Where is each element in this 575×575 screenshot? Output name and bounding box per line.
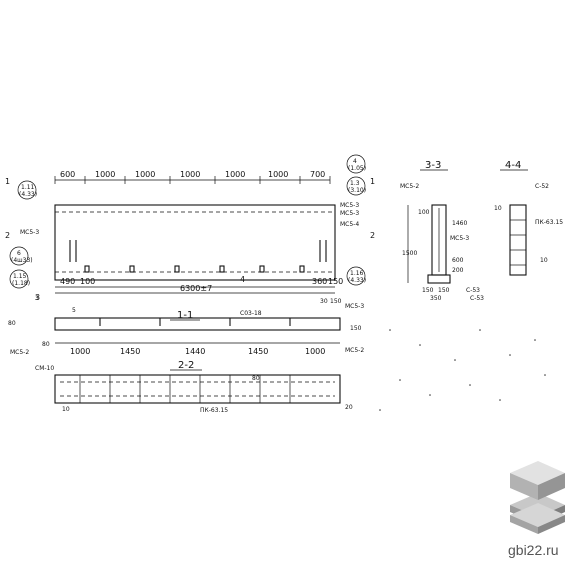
svg-text:1.15: 1.15 [13, 273, 27, 280]
section-3-3-title: 3-3 [425, 160, 441, 171]
section-1-1-dim-2: 1450 [120, 347, 140, 356]
watermark-text: gbi22.ru [508, 542, 559, 558]
svg-text:1.16: 1.16 [350, 270, 364, 277]
section-3-3-600: 600 [452, 257, 464, 264]
dim-segment-1: 600 [60, 170, 75, 179]
svg-text:(1.05): (1.05) [348, 165, 366, 172]
scan-noise [379, 329, 546, 411]
cut-mark-2-left: 2 [5, 231, 10, 240]
tag-mc5-4-right: МС5-4 [340, 221, 359, 228]
section-1-1: 1-1 1000 1450 1440 1450 1000 С03-18 МС5-… [8, 295, 364, 356]
callout-1: 1.11 (4.33) [17, 180, 37, 200]
section-2-2: 2-2 СМ-10 ПК-63.15 80 10 20 [35, 360, 353, 414]
svg-text:4: 4 [353, 158, 357, 165]
section-2-2-10: 10 [62, 406, 70, 413]
label-5: 5 [72, 307, 76, 314]
callout-3: 6 (4ш33) [9, 246, 33, 266]
svg-text:(1.18): (1.18) [12, 280, 30, 287]
section-1-1-small-4: 30 [320, 298, 328, 305]
callout-6: 1.16 (4.33) [346, 266, 366, 286]
callout-2: 4 (1.05) [346, 154, 366, 174]
elevation-view: 600 1000 1000 1000 1000 1000 700 490 100… [5, 154, 375, 302]
section-4-4: 4-4 С-52 ПК-63.15 С-53 10 10 [470, 160, 563, 302]
dim-segment-3: 1000 [135, 170, 155, 179]
section-3-3-mc5-3: МС5-3 [450, 235, 469, 242]
label-3: 3 [35, 295, 39, 302]
label-cm-10: СМ-10 [35, 365, 54, 372]
svg-text:6: 6 [17, 250, 21, 257]
section-1-1-dim-4: 1450 [248, 347, 268, 356]
callout-4: 1.15 (1.18) [9, 269, 30, 289]
section-4-4-title: 4-4 [505, 160, 521, 171]
section-2-2-20: 20 [345, 404, 353, 411]
dim-overall: 6300±7 [180, 284, 212, 293]
label-mc5-2-left: МС5-2 [10, 349, 29, 356]
dim-bottom-left-2: 100 [80, 277, 95, 286]
section-3-3-1500: 1500 [402, 250, 417, 257]
label-mc5-3: МС5-3 [345, 303, 364, 310]
dim-bottom-left-1: 490 [60, 277, 75, 286]
svg-text:(4.33): (4.33) [19, 191, 37, 198]
svg-text:(4.33): (4.33) [348, 277, 366, 284]
tag-mc5-3-left: МС5-3 [20, 229, 39, 236]
watermark-logo [510, 461, 565, 534]
label-c03-18: С03-18 [240, 310, 262, 317]
callout-5: 1.3 (3.10) [346, 176, 366, 196]
dim-segment-7: 700 [310, 170, 325, 179]
section-4-4-10-b: 10 [540, 257, 548, 264]
section-4-4-c53: С-53 [470, 295, 484, 302]
section-3-3-100: 100 [418, 209, 430, 216]
section-3-3-200: 200 [452, 267, 464, 274]
section-1-1-dim-5: 1000 [305, 347, 325, 356]
section-3-3-1460: 1460 [452, 220, 467, 227]
section-3-3-c53: С-53 [466, 287, 480, 294]
section-3-3-150-a: 150 [422, 287, 434, 294]
tag-mc5-3-right: МС5-3 [340, 210, 359, 217]
dim-segment-2: 1000 [95, 170, 115, 179]
dim-segment-4: 1000 [180, 170, 200, 179]
tag-mc5-3-right-top: МС5-3 [340, 202, 359, 209]
section-2-2-80: 80 [252, 375, 260, 382]
label-pk-63-15: ПК-63.15 [200, 407, 228, 414]
section-3-3: 3-3 МС5-2 МС5-3 1500 1460 100 600 200 15… [400, 160, 480, 302]
section-2-2-title: 2-2 [178, 360, 194, 371]
cut-mark-1-right: 1 [370, 177, 375, 186]
section-1-1-dim-3: 1440 [185, 347, 205, 356]
svg-text:(3.10): (3.10) [348, 187, 366, 194]
section-4-4-c52: С-52 [535, 183, 549, 190]
dim-bottom-right-2: 150 [328, 277, 343, 286]
section-1-1-dim-1: 1000 [70, 347, 90, 356]
section-1-1-title: 1-1 [177, 310, 193, 321]
dim-segment-5: 1000 [225, 170, 245, 179]
dim-bottom-right-1: 360 [312, 277, 327, 286]
cut-mark-2-right: 2 [370, 231, 375, 240]
svg-text:(4ш33): (4ш33) [11, 257, 33, 264]
dim-segment-6: 1000 [268, 170, 288, 179]
svg-text:1.11: 1.11 [21, 184, 35, 191]
section-4-4-pk: ПК-63.15 [535, 219, 563, 226]
svg-text:1.3: 1.3 [350, 180, 360, 187]
section-1-1-small-1: 80 [8, 320, 16, 327]
section-3-3-mc5-2: МС5-2 [400, 183, 419, 190]
label-mc5-2-right: МС5-2 [345, 347, 364, 354]
section-1-1-small-3: 150 [330, 298, 342, 305]
section-4-4-10-a: 10 [494, 205, 502, 212]
section-1-1-small-5: 150 [350, 325, 362, 332]
section-3-3-150-b: 150 [438, 287, 450, 294]
section-1-1-small-2: 80 [42, 341, 50, 348]
cut-mark-3: 3 [35, 293, 40, 302]
cut-mark-1-left: 1 [5, 177, 10, 186]
cut-mark-4: 4 [240, 275, 245, 284]
section-3-3-350: 350 [430, 295, 442, 302]
